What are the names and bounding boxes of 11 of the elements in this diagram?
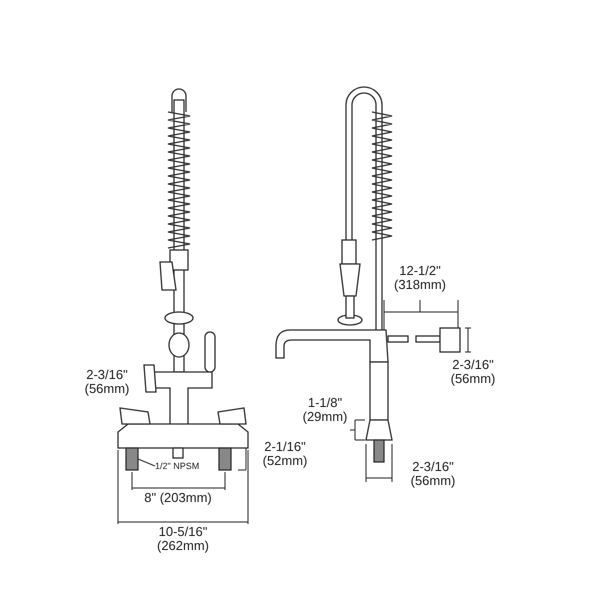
dimension-label: 8" (203mm): [143, 491, 213, 505]
dimension-label: 10-5/16" (262mm): [156, 525, 210, 553]
dimension-label: 2-3/16" (56mm): [84, 368, 130, 396]
leader-line: [138, 458, 156, 466]
dimension-label: 2-3/16" (56mm): [410, 460, 456, 488]
thread-label: 1/2" NPSM: [155, 461, 200, 471]
dimension-label: 1-1/8" (29mm): [302, 396, 348, 424]
dimension-label: 12-1/2" (318mm): [392, 264, 447, 292]
dimension-label: 2-1/16" (52mm): [262, 440, 308, 468]
inlet-shank: [125, 447, 139, 471]
dimension-label: 2-3/16" (56mm): [450, 358, 496, 386]
